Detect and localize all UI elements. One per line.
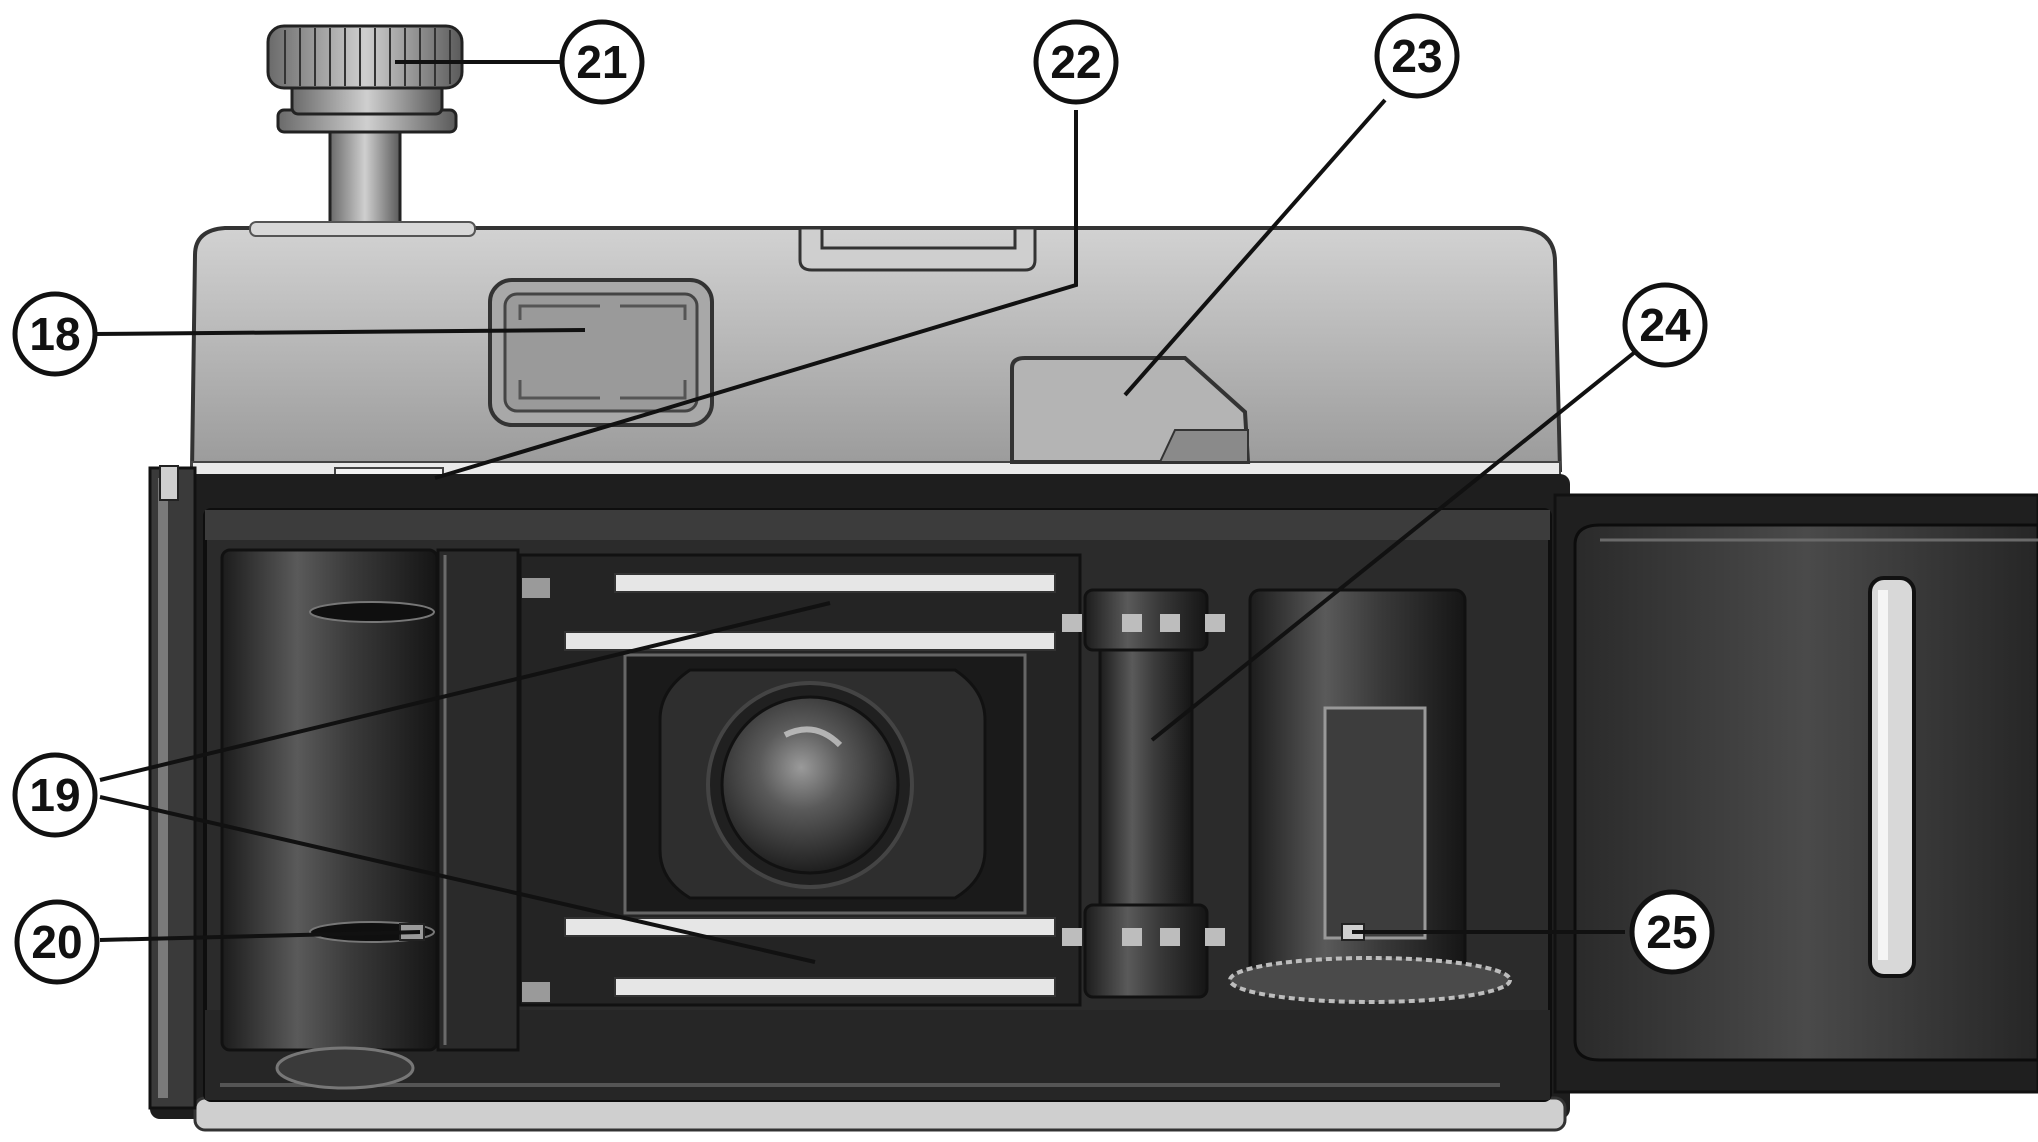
viewfinder-eyepiece-window — [503, 292, 699, 413]
chamber-divider-wall — [436, 548, 520, 1052]
callout-23-label: 23 — [1391, 30, 1442, 82]
take-up-spool — [1062, 588, 1225, 999]
accessory-shoe — [798, 226, 1037, 272]
film-rail-top-inner — [564, 631, 1056, 651]
film-rail-top-outer — [614, 573, 1056, 593]
bottom-plate — [193, 1096, 1567, 1132]
leader-line-19a — [99, 601, 831, 782]
top-housing — [189, 221, 1563, 485]
callout-22: 22 — [1033, 19, 1119, 105]
rewind-knob-crown — [266, 24, 464, 90]
camera-body — [148, 465, 1570, 1132]
film-gate — [518, 553, 1082, 1007]
inner-top-lip — [205, 510, 1550, 540]
callout-22-label: 22 — [1050, 36, 1101, 88]
back-door-inner-panel — [1573, 523, 2038, 1062]
spool-core — [1098, 648, 1194, 907]
left-hinge-top — [159, 465, 179, 501]
leader-line-19b — [99, 795, 816, 964]
leader-line-23 — [1123, 98, 1387, 397]
rewind-knob-shaft — [328, 123, 402, 232]
left-hinge — [148, 466, 197, 1110]
back-door-open — [1553, 493, 2038, 1094]
callout-24-label: 24 — [1639, 299, 1691, 351]
rewind-fork — [275, 1046, 415, 1090]
viewfinder-frame-marks — [518, 304, 687, 400]
leader-line-22 — [434, 110, 1078, 480]
callouts: 18 19 20 21 22 23 24 25 — [12, 13, 1715, 985]
callout-19-label: 19 — [29, 769, 80, 821]
callout-24: 24 — [1622, 282, 1708, 368]
callout-25: 25 — [1629, 889, 1715, 975]
pressure-plate-roller — [1868, 576, 1916, 978]
take-up-chamber — [1228, 588, 1512, 1004]
callout-20-label: 20 — [31, 916, 82, 968]
gate-corner-tl — [522, 578, 550, 598]
film-guide-slot-upper — [309, 601, 435, 623]
callout-19: 19 — [12, 752, 98, 838]
take-up-drive-gear — [1228, 956, 1512, 1004]
callout-23: 23 — [1374, 13, 1460, 99]
gate-corner-bl — [522, 982, 550, 1002]
leader-lines — [92, 60, 1637, 964]
film-counter-cover-shadow — [1158, 429, 1249, 463]
leader-line-18 — [92, 328, 586, 336]
rewind-knob — [266, 24, 464, 232]
callout-20: 20 — [14, 899, 100, 985]
callout-18-label: 18 — [29, 308, 80, 360]
callout-21: 21 — [559, 19, 645, 105]
callout-21-label: 21 — [576, 36, 627, 88]
spool-upper-flange — [1083, 588, 1209, 652]
left-hinge-highlight — [158, 478, 168, 1098]
callout-18: 18 — [12, 291, 98, 377]
callout-25-label: 25 — [1646, 906, 1697, 958]
leader-line-20 — [99, 930, 421, 942]
film-cassette-chamber — [220, 548, 439, 1052]
lens-glass — [720, 695, 900, 875]
top-plate-left-shoulder — [249, 221, 476, 237]
take-up-window — [1323, 706, 1427, 940]
spool-lower-flange — [1083, 903, 1209, 999]
film-rail-bottom-outer — [614, 977, 1056, 997]
leader-line-24 — [1150, 350, 1637, 742]
